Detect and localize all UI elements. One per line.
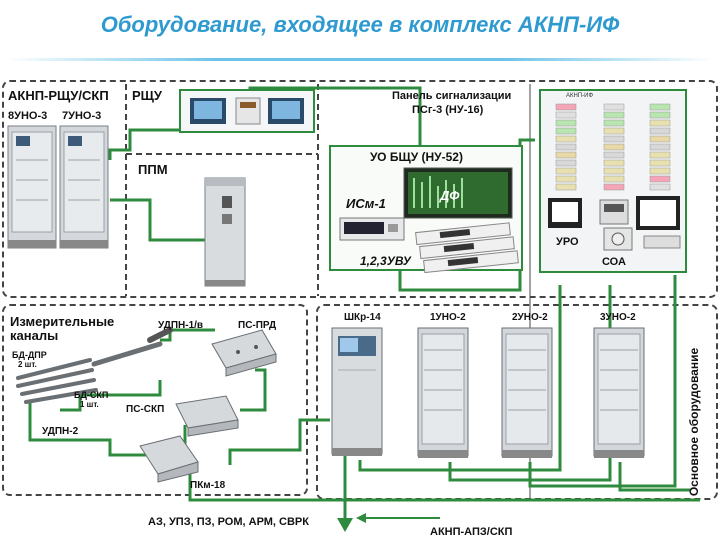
signal-lamp bbox=[555, 111, 577, 119]
signal-lamp bbox=[555, 135, 577, 143]
uvu-units bbox=[415, 222, 519, 274]
signal-lamp bbox=[555, 175, 577, 183]
measuring-channels-box bbox=[2, 304, 308, 496]
signal-lamp bbox=[555, 127, 577, 135]
signal-lamp bbox=[555, 183, 577, 191]
label-rshu-skp: АКНП-РЩУ/СКП bbox=[8, 88, 109, 103]
signal-lamp bbox=[603, 167, 625, 175]
label-2uno2: 2УНО-2 bbox=[512, 312, 548, 323]
label-df: ДФ bbox=[440, 188, 460, 203]
label-uro: УРО bbox=[556, 236, 579, 248]
ps-prd-box bbox=[211, 329, 277, 377]
label-bd-skp: БД-СКП bbox=[74, 390, 109, 400]
label-ppm: ППМ bbox=[138, 162, 168, 177]
label-uvu: 1,2,3УВУ bbox=[360, 254, 411, 268]
signal-lamp bbox=[555, 143, 577, 151]
signal-lamp bbox=[603, 143, 625, 151]
top-system-box bbox=[2, 80, 718, 298]
label-3uno2: 3УНО-2 bbox=[600, 312, 636, 323]
label-panel-line2: ПСг-3 (НУ-16) bbox=[412, 104, 484, 116]
cabinet-1uno2 bbox=[417, 327, 469, 458]
ppm-cabinet bbox=[204, 177, 246, 287]
signal-lamp bbox=[649, 167, 671, 175]
page-title: Оборудование, входящее в комплекс АКНП-И… bbox=[100, 12, 620, 37]
signal-lamp bbox=[603, 127, 625, 135]
signal-lamp bbox=[649, 111, 671, 119]
label-meas-line1: Измерительные bbox=[10, 314, 115, 329]
signal-lamp bbox=[649, 143, 671, 151]
title-underline bbox=[6, 58, 714, 61]
signal-lamp bbox=[649, 175, 671, 183]
signal-lamp bbox=[555, 119, 577, 127]
signal-lamp bbox=[555, 159, 577, 167]
label-ps-prd: ПС-ПРД bbox=[238, 320, 277, 331]
bd-dpr-detectors bbox=[16, 358, 98, 404]
ism-device bbox=[339, 217, 405, 241]
label-8uno3: 8УНО-3 bbox=[8, 110, 48, 122]
label-rshu: РЩУ bbox=[132, 88, 163, 103]
label-7uno3: 7УНО-3 bbox=[62, 110, 102, 122]
signal-lamp bbox=[603, 175, 625, 183]
rack-7uno3 bbox=[59, 125, 109, 249]
cabinet-2uno2 bbox=[501, 327, 553, 458]
udpn1-probe bbox=[147, 327, 173, 343]
label-outputs: АЗ, УПЗ, ПЗ, РОМ, АРМ, СВРК bbox=[148, 516, 309, 528]
label-1uno2: 1УНО-2 bbox=[430, 312, 466, 323]
signal-lamp bbox=[603, 119, 625, 127]
label-ism: ИСм-1 bbox=[346, 196, 386, 211]
signal-lamp bbox=[555, 167, 577, 175]
cabinet-shkr14 bbox=[331, 327, 383, 456]
label-udpn1: УДПН-1/в bbox=[158, 320, 204, 331]
label-bd-dpr: БД-ДПР bbox=[12, 350, 47, 360]
pkm-box bbox=[139, 435, 199, 483]
signal-lamp bbox=[649, 127, 671, 135]
label-pkm: ПКм-18 bbox=[190, 480, 226, 491]
signal-lamp bbox=[555, 103, 577, 111]
signal-lamp bbox=[649, 119, 671, 127]
rack-8uno3 bbox=[7, 125, 57, 249]
signal-lamp bbox=[555, 151, 577, 159]
signal-lamp bbox=[649, 103, 671, 111]
signal-panel-header: АКНП-ИФ bbox=[566, 93, 594, 99]
label-panel-line1: Панель сигнализации bbox=[392, 90, 512, 102]
label-shkr14: ШКр-14 bbox=[344, 312, 381, 323]
signal-lamp bbox=[649, 183, 671, 191]
label-apz: АКНП-АПЗ/СКП bbox=[430, 526, 513, 538]
signal-lamp bbox=[603, 151, 625, 159]
label-bd-dpr-qty: 2 шт. bbox=[18, 360, 37, 369]
signal-lamp bbox=[649, 159, 671, 167]
bd-skp-detector bbox=[91, 341, 163, 367]
label-uo-bshu: УО БЩУ (НУ-52) bbox=[370, 150, 463, 164]
signal-lamp bbox=[603, 135, 625, 143]
label-bd-skp-qty: 1 шт. bbox=[80, 400, 99, 409]
signal-panel bbox=[539, 89, 687, 273]
label-meas-line2: каналы bbox=[10, 328, 59, 343]
signal-lamp bbox=[603, 159, 625, 167]
signal-lamp bbox=[649, 151, 671, 159]
label-ps-skp: ПС-СКП bbox=[126, 404, 165, 415]
cabinet-3uno2 bbox=[593, 327, 645, 458]
signal-lamp bbox=[649, 135, 671, 143]
label-udpn2: УДПН-2 bbox=[42, 426, 79, 437]
rshu-panel bbox=[179, 89, 315, 133]
signal-lamp bbox=[603, 103, 625, 111]
main-equipment-label: Основное оборудование bbox=[687, 348, 701, 497]
df-monitor bbox=[403, 167, 513, 219]
signal-lamp bbox=[603, 111, 625, 119]
label-soa: СОА bbox=[602, 256, 626, 268]
signal-lamp bbox=[603, 183, 625, 191]
ps-skp-box bbox=[175, 395, 239, 437]
